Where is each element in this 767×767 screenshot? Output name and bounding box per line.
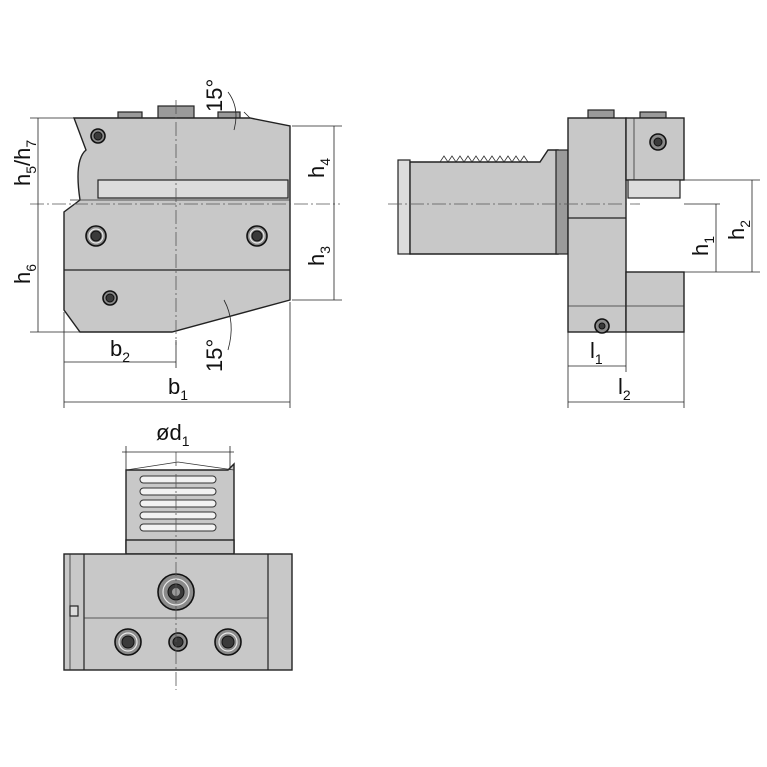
top-bolt-left xyxy=(114,628,142,656)
front-bolt-left xyxy=(85,225,107,247)
label-h1: h1 xyxy=(688,236,717,256)
top-main-body xyxy=(63,553,293,671)
side-foot xyxy=(625,271,685,333)
front-slot-bar xyxy=(97,179,289,199)
label-h2: h2 xyxy=(724,220,753,240)
top-bolt-mid xyxy=(168,632,188,652)
label-l1: l1 xyxy=(590,338,603,367)
label-h5h7: h5/h7 xyxy=(10,140,39,186)
label-angle-top: 15° xyxy=(202,79,227,112)
top-shank-grooves xyxy=(139,475,217,532)
side-shank-end xyxy=(397,159,411,255)
top-bolt-right xyxy=(214,628,242,656)
side-top-block-right xyxy=(639,111,667,119)
label-h4: h4 xyxy=(304,158,333,178)
angle-arc-top-tick xyxy=(243,111,251,119)
side-view: h1 h2 l1 l2 xyxy=(388,109,760,408)
front-view: h5/h7 h6 h4 h3 b2 b1 15° 15° xyxy=(10,79,342,408)
top-left-notch xyxy=(69,605,79,617)
side-clamp-bar xyxy=(627,179,681,199)
side-shank-thread xyxy=(439,155,529,163)
label-b2: b2 xyxy=(110,336,130,365)
label-h3: h3 xyxy=(304,246,333,266)
side-top-block-left xyxy=(587,109,615,119)
label-angle-bottom: 15° xyxy=(202,339,227,372)
side-main-block xyxy=(567,117,627,333)
side-bolt-bottom xyxy=(594,318,610,334)
top-shank-base xyxy=(125,539,235,555)
front-bolt-top xyxy=(90,128,106,144)
top-view: ød1 xyxy=(63,420,293,690)
label-b1: b1 xyxy=(168,374,188,403)
angle-arc-top xyxy=(227,91,237,131)
front-bolt-right xyxy=(246,225,268,247)
label-h6: h6 xyxy=(10,264,39,284)
front-bolt-bottom xyxy=(102,290,118,306)
side-bolt-head xyxy=(649,133,667,151)
label-d1: ød1 xyxy=(156,420,190,449)
side-shank xyxy=(409,149,559,255)
top-shank-chamfer xyxy=(125,461,235,471)
side-flange xyxy=(555,149,569,255)
label-l2: l2 xyxy=(618,374,631,403)
angle-arc-bottom xyxy=(223,299,232,351)
front-body xyxy=(63,117,291,333)
